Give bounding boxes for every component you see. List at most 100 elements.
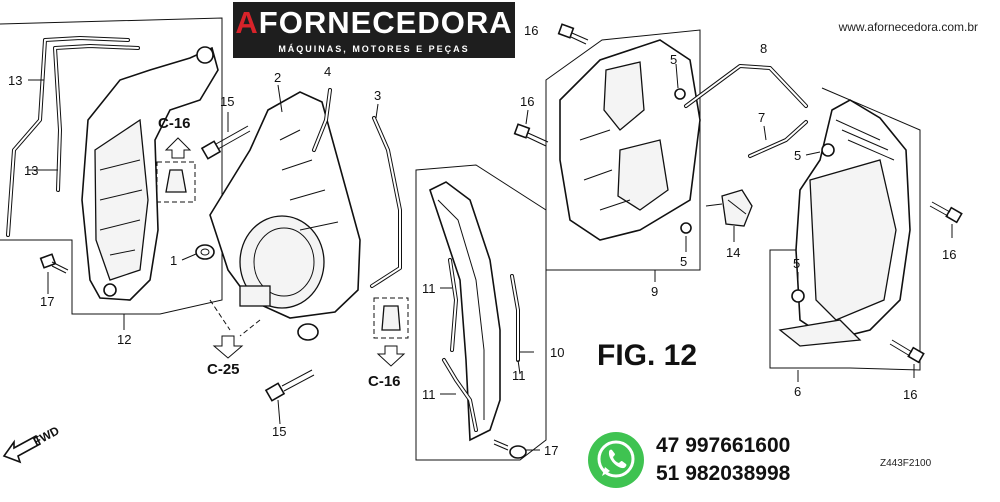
wire-4-inner <box>313 89 331 151</box>
leader-1 <box>181 253 197 261</box>
whatsapp-icon[interactable] <box>588 432 644 488</box>
fwd-label: FWD <box>31 423 62 448</box>
callout-16-a: 16 <box>524 23 538 38</box>
arrow-down-icon-bottom <box>376 345 406 367</box>
seal-11-strips-inner <box>449 259 519 361</box>
leaders-assembly-12 <box>28 79 125 330</box>
callout-8: 8 <box>760 41 767 56</box>
fan-housing-2-shroud <box>239 215 325 309</box>
cover-12-boss <box>196 46 214 64</box>
washer-5-low <box>680 222 692 234</box>
callout-16-c: 16 <box>942 247 956 262</box>
brand-logo-title: AFORNECEDORA <box>233 5 515 41</box>
callout-16-b: 16 <box>520 94 534 109</box>
bolt-16-top <box>557 23 589 45</box>
whatsapp-glyph <box>597 440 635 478</box>
cover-6-flange <box>778 319 862 347</box>
assembly-9-outline <box>545 29 701 271</box>
reference-c25: C-25 <box>207 299 261 378</box>
grommet-1 <box>195 244 215 260</box>
callout-1: 1 <box>170 253 177 268</box>
leader-15-b <box>277 399 281 425</box>
reference-c16-bottom-box <box>373 297 409 339</box>
brand-logo-title-rest: FORNECEDORA <box>258 5 513 40</box>
callout-12: 12 <box>117 332 131 347</box>
cover-6-ribs <box>835 119 895 161</box>
callout-16-d: 16 <box>903 387 917 402</box>
callout-15-b: 15 <box>272 424 286 439</box>
callout-13-b: 13 <box>24 163 38 178</box>
callout-6: 6 <box>794 384 801 399</box>
shroud-9-duct <box>617 139 669 211</box>
cover-6-panel <box>809 159 897 321</box>
reference-c25-lines <box>209 299 261 337</box>
cover-12-ribs <box>99 159 143 256</box>
brand-logo: AFORNECEDORA MÁQUINAS, MOTORES E PEÇAS <box>233 2 515 58</box>
shroud-9-group: 16 16 5 5 9 8 7 <box>513 23 808 299</box>
reference-c16-bottom: C-16 <box>368 297 409 390</box>
seal-11-lower-inner <box>443 359 477 431</box>
leader-5-c <box>805 151 821 156</box>
callout-14: 14 <box>726 245 740 260</box>
callout-17-a: 17 <box>40 294 54 309</box>
bolt-16-right <box>929 201 963 224</box>
sensor-14 <box>705 189 753 227</box>
callout-2: 2 <box>274 70 281 85</box>
cover-12-panel <box>94 118 149 281</box>
fan-housing-2-mount <box>239 285 271 307</box>
callout-5-b: 5 <box>680 254 687 269</box>
callout-5-a: 5 <box>670 52 677 67</box>
callout-5-c: 5 <box>794 148 801 163</box>
leader-5-a <box>675 63 679 89</box>
callout-11-c: 11 <box>512 368 526 383</box>
brand-logo-accent-letter: A <box>235 5 259 40</box>
washer-5-lower <box>791 289 805 303</box>
assembly-12-outline <box>0 17 223 315</box>
fan-housing-2-group: 1 2 15 15 4 <box>170 64 402 439</box>
seal-10-body <box>429 181 501 442</box>
callout-11-b: 11 <box>422 387 436 402</box>
washer-5-top <box>674 88 686 100</box>
leader-2 <box>277 84 283 113</box>
cover-6-group: 5 5 6 16 16 <box>769 87 963 402</box>
leaders-seal <box>440 287 534 395</box>
bolt-15-bottom <box>264 369 315 402</box>
callout-5-d: 5 <box>793 256 800 271</box>
assembly-12-group: 13 13 17 12 <box>0 17 223 347</box>
drawing-code: Z443F2100 <box>880 458 932 469</box>
grommet-part <box>165 169 187 193</box>
fwd-arrow-icon <box>2 434 42 464</box>
callout-7: 7 <box>758 110 765 125</box>
seal-10-group: 11 11 11 10 17 <box>415 164 564 461</box>
bolt-15-top <box>200 125 251 160</box>
figure-title: FIG. 12 <box>597 339 698 372</box>
bolt-17-left <box>39 253 69 274</box>
reference-c16-top-box <box>156 161 196 203</box>
wire-7-inner <box>749 121 807 157</box>
grommet-part-bottom <box>381 305 401 331</box>
website-url[interactable]: www.afornecedora.com.br <box>838 20 978 34</box>
reference-c16-bottom-label: C-16 <box>368 373 401 390</box>
leader-7 <box>763 125 767 141</box>
callout-11-a: 11 <box>422 281 436 296</box>
wire-13-inner <box>7 37 139 236</box>
callout-17-b: 17 <box>544 443 558 458</box>
fan-housing-2-opening <box>253 227 315 297</box>
phone-number-2[interactable]: 51 982038998 <box>656 462 791 485</box>
cover-12-mount <box>103 283 117 297</box>
washer-5-right <box>821 143 835 157</box>
phone-number-1[interactable]: 47 997661600 <box>656 434 791 457</box>
arrow-down-icon <box>212 335 244 359</box>
leader-3 <box>375 103 379 119</box>
shroud-9-ribs <box>579 129 631 211</box>
bolt-17-right <box>493 439 527 459</box>
callout-10: 10 <box>550 345 564 360</box>
contact-phones: 47 997661600 51 982038998 <box>656 432 790 488</box>
leader-16-b <box>525 109 529 125</box>
wire-8-inner <box>685 65 807 107</box>
fan-housing-2-slots <box>279 129 339 231</box>
callout-3: 3 <box>374 88 381 103</box>
arrow-up-icon <box>164 137 192 159</box>
